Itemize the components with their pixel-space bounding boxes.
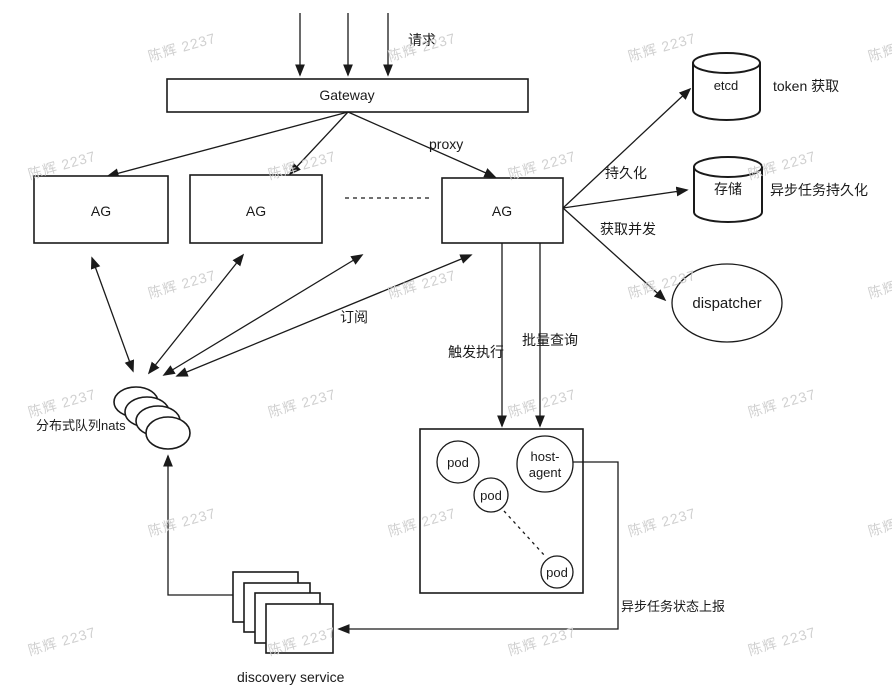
subscribe-label: 订阅 <box>340 309 368 325</box>
nats-node <box>145 416 191 450</box>
host-agent-label-line2: agent <box>529 465 562 480</box>
discovery-to-nats-path <box>163 454 233 596</box>
nats-queue-cluster: 分布式队列nats <box>36 386 191 450</box>
storage-note: 异步任务持久化 <box>770 182 868 198</box>
host-agent-label-line1: host- <box>531 449 560 464</box>
pod3-circle <box>540 555 574 589</box>
ag3-right-arrows: 持久化 获取并发 <box>562 87 692 302</box>
etcd-cylinder: etcd <box>692 52 761 121</box>
concurrency-label: 获取并发 <box>600 221 656 237</box>
dispatcher-label: dispatcher <box>692 295 761 312</box>
pod1-label: pod <box>447 455 469 470</box>
status-report-path <box>337 461 619 634</box>
persist-label: 持久化 <box>605 165 647 181</box>
gateway-to-ag3-arrow <box>347 111 497 178</box>
pod-host-box: pod pod host- agent pod <box>419 428 584 594</box>
host-agent-circle <box>516 435 574 493</box>
pod2-circle <box>473 477 509 513</box>
discovery-service-stack: discovery service <box>232 571 345 685</box>
nats-ag3-arrow <box>175 254 473 377</box>
subscribe-arrows: 订阅 <box>90 253 473 377</box>
nats-ag1-arrow <box>90 256 135 373</box>
dispatcher-ellipse <box>671 263 783 343</box>
ag2-label: AG <box>246 203 266 219</box>
token-note: token 获取 <box>773 78 839 94</box>
request-arrows: 请求 <box>295 13 436 77</box>
ag2-box <box>189 174 323 244</box>
ag3-box <box>441 177 564 244</box>
ag1-box <box>33 175 169 244</box>
discovery-label: discovery service <box>237 669 345 685</box>
storage-label: 存储 <box>714 181 742 197</box>
host-box <box>419 428 584 594</box>
ag3-to-dispatcher-arrow <box>562 207 667 302</box>
trigger-label: 触发执行 <box>448 344 504 360</box>
gateway-to-ag2-arrow <box>288 111 349 176</box>
gateway-label: Gateway <box>319 87 374 103</box>
gateway-box <box>166 78 529 113</box>
pod1-circle <box>436 440 480 484</box>
request-label: 请求 <box>408 32 436 48</box>
proxy-label: proxy <box>429 136 463 152</box>
ag3-to-storage-arrow <box>562 186 689 209</box>
pod-dashed-link <box>503 510 546 557</box>
etcd-label: etcd <box>714 78 739 93</box>
pod3-label: pod <box>546 565 568 580</box>
gateway-to-ag1-arrow <box>106 111 349 179</box>
storage-cylinder: 存储 <box>693 156 763 223</box>
ag1-label: AG <box>91 203 111 219</box>
ag3-label: AG <box>492 203 512 219</box>
discovery-card <box>265 603 334 654</box>
ag3-to-etcd-arrow <box>562 87 692 209</box>
gateway-fanout-arrows: proxy <box>106 111 497 179</box>
pod2-label: pod <box>480 488 502 503</box>
nats-ag-more-arrow <box>162 254 364 376</box>
batch-label: 批量查询 <box>522 332 578 348</box>
nats-label: 分布式队列nats <box>36 418 126 433</box>
status-report-label: 异步任务状态上报 <box>621 599 725 614</box>
ag3-down-arrows: 触发执行 批量查询 <box>448 243 578 428</box>
